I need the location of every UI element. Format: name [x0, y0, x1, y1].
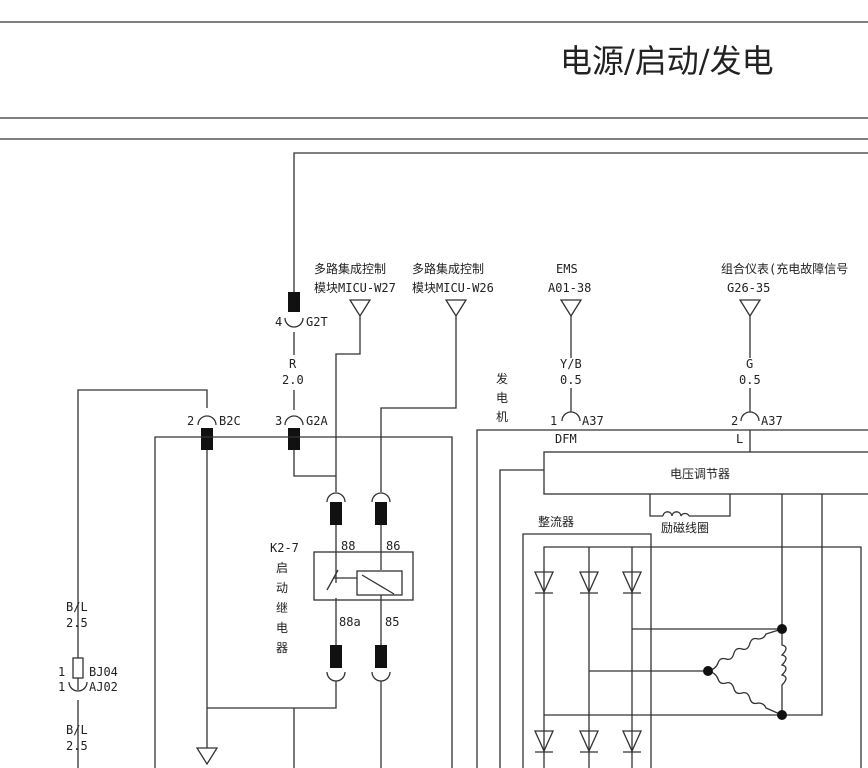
label-g2a: G2A	[306, 414, 328, 428]
label-b2c: B2C	[219, 414, 241, 428]
label-micu-w26-line1: 多路集成控制	[412, 261, 484, 276]
label-a37-2: A37	[761, 414, 783, 428]
label-generator-0: 发	[496, 371, 508, 386]
label-a37-pin1: 1	[550, 414, 557, 428]
label-relay-name-4: 器	[276, 641, 288, 655]
rectifier-diodes	[533, 571, 643, 753]
label-rectifier: 整流器	[538, 514, 574, 529]
label-bl-size-1: 2.5	[66, 616, 88, 630]
label-g2t-pin: 4	[275, 315, 282, 329]
label-cluster-line1: 组合仪表(充电故障信号	[721, 261, 848, 276]
stator-windings	[707, 628, 787, 716]
label-bl-size-2: 2.5	[66, 739, 88, 753]
label-wire-r-size: 2.0	[282, 373, 304, 387]
label-generator-1: 电	[496, 391, 508, 405]
voltage-regulator-box	[543, 451, 868, 495]
field-coil-winding	[662, 511, 690, 517]
label-relay-name-1: 动	[276, 581, 288, 595]
label-relay-85: 85	[385, 615, 399, 629]
label-micu-w27-line2: 模块MICU-W27	[314, 281, 396, 295]
label-bj04-pin: 1	[58, 665, 65, 679]
label-relay-id: K2-7	[270, 541, 299, 555]
label-l-terminal: L	[736, 432, 743, 446]
label-aj02: AJ02	[89, 680, 118, 694]
label-bl-color-2: B/L	[66, 723, 88, 737]
label-a37-pin2: 2	[731, 414, 738, 428]
label-relay-88: 88	[341, 539, 355, 553]
label-relay-86: 86	[386, 539, 400, 553]
label-aj02-pin: 1	[58, 680, 65, 694]
label-relay-name-0: 启	[276, 561, 288, 575]
label-g-color: G	[746, 357, 753, 371]
label-field-coil: 励磁线圈	[661, 520, 709, 535]
label-g2a-pin: 3	[275, 414, 282, 428]
micu-w27-signal: 多路集成控制 模块MICU-W27	[314, 261, 396, 476]
label-relay-name-3: 电	[276, 621, 288, 635]
label-cluster-line2: G26-35	[727, 281, 770, 295]
label-b2c-pin: 2	[187, 414, 194, 428]
label-micu-w27-line1: 多路集成控制	[314, 261, 386, 276]
label-relay-88a: 88a	[339, 615, 361, 629]
label-g2t: G2T	[306, 315, 328, 329]
label-bl-color-1: B/L	[66, 600, 88, 614]
label-dfm: DFM	[555, 432, 577, 446]
wire-b-l: 2 B2C B/L 2.5 1 BJ04 1 AJ02 B/L 2.5	[58, 389, 453, 768]
label-relay-name-2: 继	[276, 601, 288, 615]
label-voltage-regulator: 电压调节器	[670, 467, 730, 481]
generator: 发 电 机 EMS A01-38 Y/B 0.5 1 A37 DFM 组合仪表(…	[476, 261, 868, 768]
wire-r-feed: 4 G2T R 2.0 3 G2A	[275, 152, 868, 492]
label-yb-size: 0.5	[560, 373, 582, 387]
label-a37-1: A37	[582, 414, 604, 428]
label-g-size: 0.5	[739, 373, 761, 387]
label-ems-line2: A01-38	[548, 281, 591, 295]
label-bj04: BJ04	[89, 665, 118, 679]
page-title: 电源/启动/发电	[560, 42, 774, 80]
label-yb-color: Y/B	[560, 357, 582, 371]
label-ems-line1: EMS	[556, 262, 578, 276]
label-wire-r-color: R	[289, 357, 297, 371]
starter-relay-k2-7: K2-7 启 动 继 电 器 88 86 88a 85	[207, 492, 414, 768]
micu-w26-signal: 多路集成控制 模块MICU-W26	[380, 261, 494, 492]
label-micu-w26-line2: 模块MICU-W26	[412, 281, 494, 295]
label-generator-2: 机	[496, 410, 508, 424]
